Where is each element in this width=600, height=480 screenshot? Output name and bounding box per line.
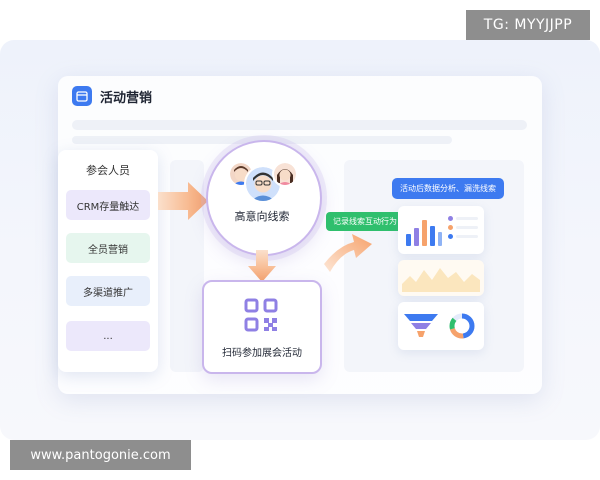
channel-item-more[interactable]: ... (66, 321, 150, 351)
arrow-right-icon (158, 182, 208, 220)
calendar-icon (72, 86, 92, 106)
arrow-up-right-icon (324, 234, 372, 272)
legend-line (456, 226, 478, 229)
channel-item-all-staff[interactable]: 全员营销 (66, 233, 150, 263)
placeholder-bar (72, 120, 527, 130)
analysis-tag: 活动后数据分析、漏洗线索 (392, 178, 504, 199)
qr-label: 扫码参加展会活动 (222, 348, 302, 359)
channel-item-multichannel[interactable]: 多渠道推广 (66, 276, 150, 306)
legend-line (456, 217, 478, 220)
area-chart-icon (402, 268, 480, 292)
interaction-tag: 记录线索互动行为 (326, 212, 404, 231)
arrow-down-icon (248, 250, 276, 282)
legend-dot (448, 216, 453, 221)
funnel-icon (404, 314, 438, 337)
channel-item-crm[interactable]: CRM存量触达 (66, 190, 150, 220)
watermark-top: TG: MYYJJPP (466, 10, 590, 40)
lead-label: 高意向线索 (234, 210, 290, 223)
bar-chart-icon (406, 220, 442, 246)
qr-card[interactable] (202, 280, 322, 374)
avatar (272, 161, 298, 187)
watermark-bottom: www.pantogonie.com (10, 440, 191, 470)
donut-chart-icon (449, 313, 475, 339)
avatar (244, 165, 282, 203)
app-title: 活动营销 (100, 90, 153, 106)
app-header: 活动营销 (72, 86, 152, 106)
legend-dot (448, 225, 453, 230)
legend-dot (448, 234, 453, 239)
legend-line (456, 235, 478, 238)
participants-title: 参会人员 (86, 164, 130, 177)
qr-code-icon (244, 298, 278, 332)
